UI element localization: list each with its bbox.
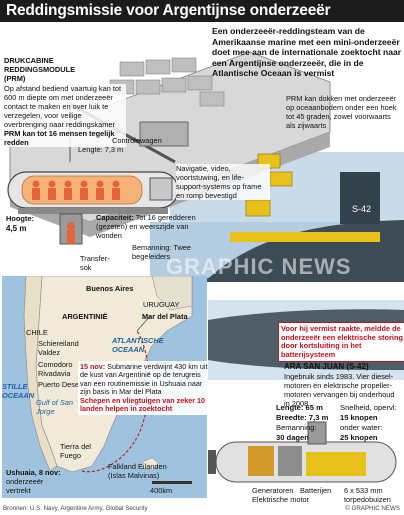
- map-label-argentina: ARGENTINIË: [62, 312, 108, 321]
- sub-length-text: Lengte: 65 m: [276, 403, 323, 412]
- svg-text:S-42: S-42: [352, 204, 371, 214]
- map-label-mar-del-plata: Mar del Plata: [142, 312, 188, 321]
- height-label: Hoogte:: [6, 214, 34, 223]
- height-value: 4,5 m: [6, 224, 27, 233]
- prm-heading-line1: DRUKCABINE: [4, 56, 54, 65]
- sources-text: Bronnen: U.S. Navy, Argentine Army, Glob…: [3, 505, 148, 512]
- transfer-label: Transfer-sok: [80, 254, 110, 272]
- prm-heading: DRUKCABINE REDDINGSMODULE (PRM): [4, 56, 94, 83]
- label-batteries: Batterijen: [300, 486, 332, 495]
- map-label-tierra: Tierra del Fuego: [60, 442, 91, 460]
- label-generators: Generatoren: [252, 486, 294, 495]
- prm-description: Op afstand bediend vaartuig kan tot 600 …: [4, 84, 126, 147]
- map-label-chile: CHILE: [26, 328, 48, 337]
- capacity-label: Capaciteit: Tot 16 geredderen (gezeten) …: [96, 213, 208, 240]
- prm-heading-line2: REDDINGSMODULE: [4, 65, 76, 74]
- nov15-date: 15 nov:: [80, 362, 106, 371]
- map-label-pacific: STILLE OCEAAN: [2, 382, 35, 400]
- map-label-comodoro: Comodoro Rivadavia: [38, 360, 73, 378]
- sub-speed-value1: 15 knopen: [340, 413, 378, 422]
- map-label-ushuaia-note: onderzeeër vertrekt: [6, 477, 44, 495]
- intro-text: Een onderzeeër-reddingsteam van de Ameri…: [212, 26, 402, 79]
- sub-crew-value: 30 dagen: [276, 433, 309, 442]
- sub-crew: Bemanning:: [276, 423, 317, 432]
- map-label-gulf: Gulf of San Jorge: [36, 398, 73, 416]
- map-label-atlantic: ATLANTISCHE OCEAAN: [112, 336, 164, 354]
- sub-beam: Breedte: 7,3 m: [276, 413, 328, 422]
- capacity-title: Capaciteit:: [96, 213, 134, 222]
- sub-speed-under: onder water:: [340, 423, 383, 432]
- sub-speed-label: Snelheid, opervl:: [340, 403, 397, 412]
- prm-highlight: PRM kan tot 16 mensen tegelijk redden: [4, 129, 115, 147]
- sub-beam-text: Breedte: 7,3 m: [276, 413, 329, 422]
- missing-note: Voor hij vermist raakte, meldde de onder…: [278, 322, 404, 363]
- map-label-valdez: Schiereiland Valdez: [38, 339, 79, 357]
- page-title: Reddingsmissie voor Argentijnse onderzee…: [0, 0, 404, 22]
- label-motor: Elektrische motor: [252, 495, 310, 504]
- scene-illustration: S-42: [7, 51, 404, 282]
- control-wagon-label: Controlewagen: [112, 136, 162, 145]
- sub-crew-label: Bemanning:: [276, 423, 317, 432]
- map-label-puerto-deseado: Puerto Deseado: [38, 380, 92, 389]
- prm-heading-line3: (PRM): [4, 74, 26, 83]
- prm-length-label: Lengte: 7,3 m: [78, 145, 124, 154]
- map-label-falkland: Falkland Eilanden (Islas Malvinas): [108, 462, 167, 480]
- watermark: GRAPHIC NEWS: [166, 254, 352, 279]
- sub-speed-value2: 25 knopen: [340, 433, 378, 442]
- docking-label: PRM kan dokken met onderzeeër op oceaanb…: [286, 94, 397, 130]
- source-bar: Bronnen: U.S. Navy, Argentine Army, Glob…: [0, 503, 404, 515]
- map-label-buenos-aires: Buenos Aires: [86, 284, 134, 293]
- sub-length: Lengte: 65 m: [276, 403, 323, 412]
- map-label-uruguay: URUGUAY: [143, 300, 180, 309]
- map-label-ushuaia: Ushuaia, 8 nov:: [6, 468, 61, 477]
- prm-text: Op afstand bediend vaartuig kan tot 600 …: [4, 84, 122, 129]
- capacity-text: Tot 16 geredderen (gezeten) en weerszijd…: [96, 213, 196, 240]
- sub-description: Ingebruik sinds 1983. Vier diesel-motore…: [284, 372, 395, 408]
- label-torpedo: 6 x 533 mm torpedobuizen: [344, 486, 391, 504]
- sub-name: ARA SAN JUAN (S-42): [284, 362, 369, 371]
- credit-text: © GRAPHIC NEWS: [345, 505, 400, 512]
- map-scale: 400km: [150, 486, 173, 495]
- crew-label: Bemanning: Twee begeleiders: [132, 243, 192, 261]
- nov15-highlight: Schepen en vliegtuigen van zeker 10 land…: [80, 395, 206, 414]
- navigation-label: Navigatie, video, voortstuwing, en life-…: [176, 164, 270, 200]
- nov15-box: 15 nov: Submarine verdwijnt 430 km uit d…: [78, 361, 212, 416]
- nov15-text: Submarine verdwijnt 430 km uit de kust v…: [80, 362, 208, 397]
